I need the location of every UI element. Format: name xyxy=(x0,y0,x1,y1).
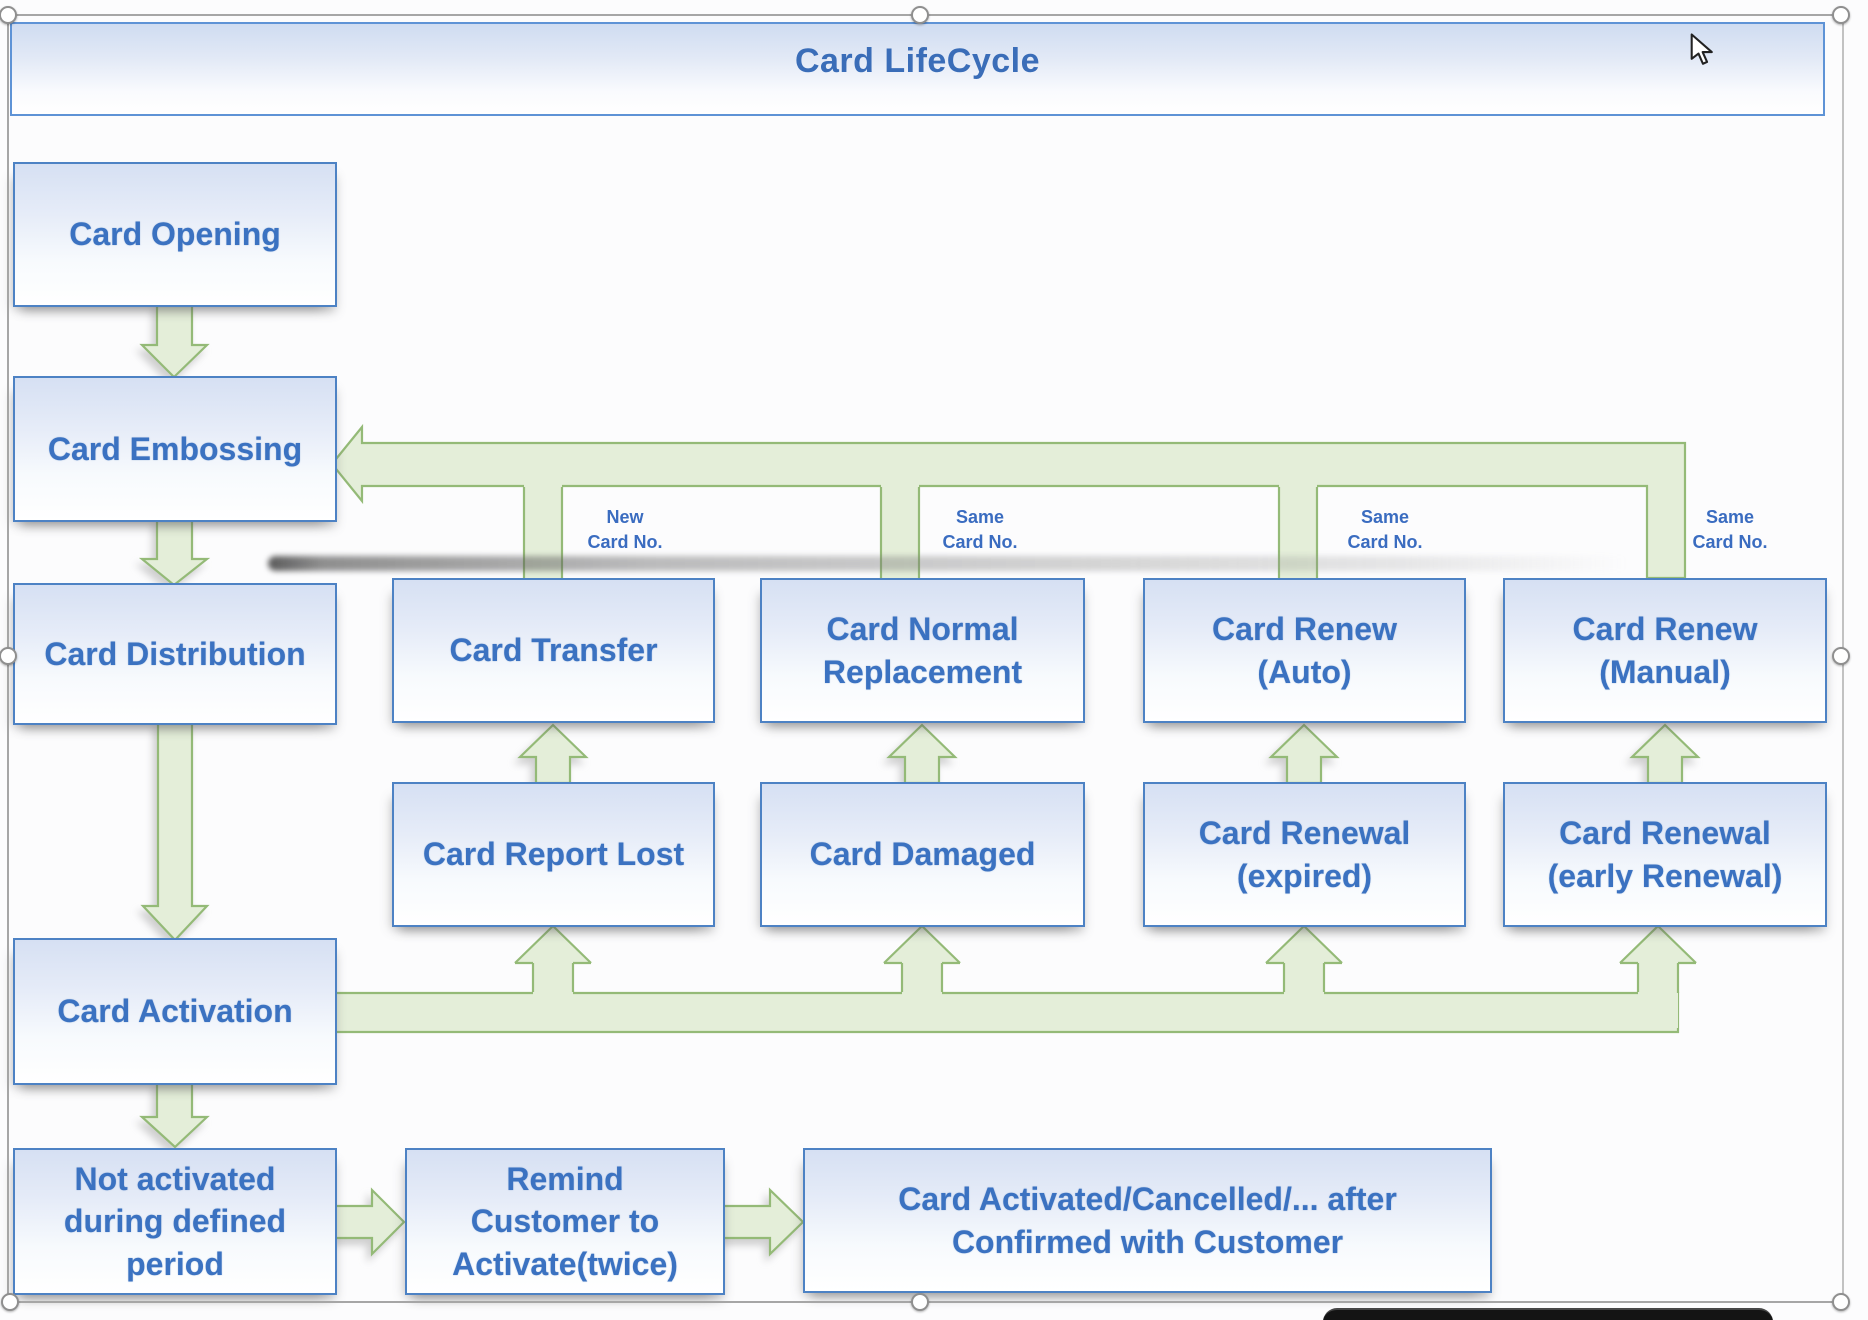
label-new-card-no: New Card No. xyxy=(587,507,663,552)
node-label: Card Activation xyxy=(57,993,293,1030)
arrow-opening-to-embossing xyxy=(139,301,210,379)
arrow-cursor-icon xyxy=(1690,33,1713,65)
node-card-renew-auto[interactable]: Card Renew (Auto) xyxy=(1143,578,1466,723)
node-card-opening[interactable]: Card Opening xyxy=(13,162,337,307)
arrow-remind-to-confirmed xyxy=(721,1187,805,1257)
node-card-transfer[interactable]: Card Transfer xyxy=(392,578,715,723)
selection-handle-top-right[interactable] xyxy=(1832,6,1850,24)
selection-handle-bottom-left[interactable] xyxy=(1,1293,19,1311)
node-label: Card Opening xyxy=(69,216,281,253)
connector-replacement xyxy=(881,460,919,580)
node-card-renew-manual[interactable]: Card Renew (Manual) xyxy=(1503,578,1827,723)
selection-handle-middle-left[interactable] xyxy=(0,647,17,665)
node-label: Card Transfer xyxy=(449,632,658,669)
selection-handle-middle-right[interactable] xyxy=(1832,647,1850,665)
diagram-title-bar[interactable]: Card LifeCycle xyxy=(10,22,1825,116)
node-card-activation[interactable]: Card Activation xyxy=(13,938,337,1085)
selection-handle-bottom-center[interactable] xyxy=(911,1293,929,1311)
arrow-notactivated-to-remind xyxy=(333,1187,406,1257)
node-card-confirmed[interactable]: Card Activated/Cancelled/... after Confi… xyxy=(803,1148,1492,1293)
arrow-band-to-expired xyxy=(1266,926,1342,1028)
node-card-embossing[interactable]: Card Embossing xyxy=(13,376,337,522)
node-remind-customer[interactable]: Remind Customer to Activate(twice) xyxy=(405,1148,725,1295)
node-label: Not activated during defined period xyxy=(63,1161,287,1282)
node-label: Card Renew (Auto) xyxy=(1212,611,1397,690)
node-label: Card Normal Replacement xyxy=(822,611,1023,690)
node-card-renewal-early[interactable]: Card Renewal (early Renewal) xyxy=(1503,782,1827,927)
node-label: Card Distribution xyxy=(44,635,306,672)
node-label: Card Renew (Manual) xyxy=(1572,611,1758,690)
bottom-black-bar xyxy=(1323,1308,1773,1320)
node-card-normal-replacement[interactable]: Card Normal Replacement xyxy=(760,578,1085,723)
shadow-streak-artifact xyxy=(268,556,1628,571)
node-card-renewal-expired[interactable]: Card Renewal (expired) xyxy=(1143,782,1466,927)
connector-renew-auto xyxy=(1279,460,1317,580)
label-same-card-no-manual: Same Card No. xyxy=(1692,507,1768,552)
arrow-activation-to-notactivated xyxy=(139,1079,210,1149)
label-same-card-no-replacement: Same Card No. xyxy=(942,507,1018,552)
connector-transfer xyxy=(524,460,562,580)
node-label: Card Damaged xyxy=(809,836,1036,873)
mouse-cursor xyxy=(1690,33,1720,72)
diagram-title: Card LifeCycle xyxy=(794,41,1041,80)
node-card-report-lost[interactable]: Card Report Lost xyxy=(392,782,715,927)
arrow-embossing-to-distribution xyxy=(138,516,211,587)
node-label: Card Renewal (expired) xyxy=(1198,815,1411,894)
node-label: Card Activated/Cancelled/... after Confi… xyxy=(898,1181,1397,1260)
node-card-distribution[interactable]: Card Distribution xyxy=(13,583,337,725)
label-same-card-no-auto: Same Card No. xyxy=(1347,507,1423,552)
selection-handle-bottom-right[interactable] xyxy=(1832,1293,1850,1311)
node-label: Card Embossing xyxy=(47,430,303,467)
arrow-band-to-damaged xyxy=(884,926,960,1028)
arrow-band-to-early-renewal xyxy=(1620,926,1696,1028)
band-from-activation xyxy=(328,991,1680,1034)
node-not-activated[interactable]: Not activated during defined period xyxy=(13,1148,337,1295)
node-label: Card Report Lost xyxy=(422,836,685,873)
node-label: Remind Customer to Activate(twice) xyxy=(452,1161,678,1282)
arrow-early-to-manual xyxy=(1629,723,1701,785)
node-label: Card Renewal (early Renewal) xyxy=(1547,815,1783,894)
node-card-damaged[interactable]: Card Damaged xyxy=(760,782,1085,927)
arrow-lost-to-transfer xyxy=(517,723,589,785)
arrow-expired-to-auto xyxy=(1268,723,1340,785)
arrow-damaged-to-replacement xyxy=(886,723,958,785)
arrow-band-to-report-lost xyxy=(515,926,591,1028)
selection-handle-top-left[interactable] xyxy=(0,6,17,24)
selection-handle-top-center[interactable] xyxy=(911,6,929,24)
arrow-distribution-to-activation xyxy=(140,719,210,942)
